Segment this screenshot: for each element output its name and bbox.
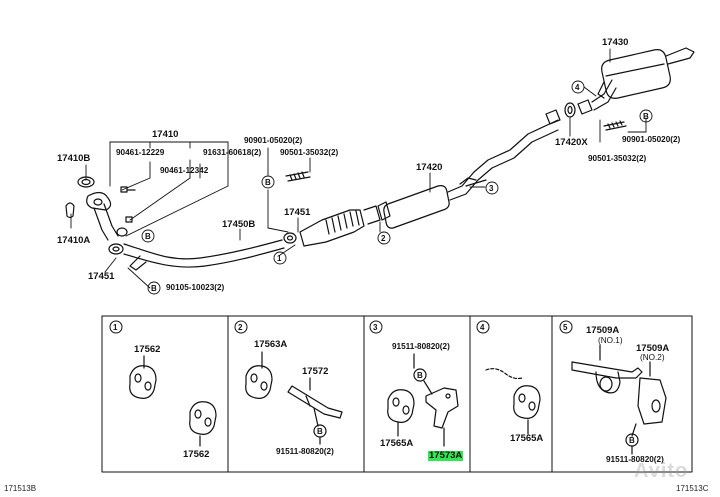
bolt-b-panel3: B — [417, 371, 423, 380]
callout-1: 1 — [277, 254, 282, 263]
label-90461-12342: 90461-12342 — [160, 166, 209, 175]
bolt-b-panel2: B — [317, 427, 323, 436]
panel-num-4: 4 — [480, 323, 485, 332]
catalytic-and-center-pipe — [299, 99, 593, 247]
label-90901-right: 90901-05020(2) — [622, 135, 681, 144]
panel5-label-a: 17509A — [586, 325, 620, 336]
panel2-hangers — [245, 351, 343, 445]
bolt-b-front: B — [145, 232, 151, 241]
label-90105: 90105-10023(2) — [166, 283, 225, 292]
panel5-brackets — [571, 344, 667, 455]
label-90901-left: 90901-05020(2) — [244, 136, 303, 145]
detail-panels — [101, 315, 693, 473]
panel4-hangers — [485, 368, 541, 435]
panel1-hangers — [129, 355, 217, 447]
panel-num-2: 2 — [238, 323, 243, 332]
watermark-avito: Avito — [634, 460, 689, 482]
rear-muffler — [591, 47, 695, 131]
panel5-label-c: 91511-80820(2) — [606, 455, 664, 464]
panel-num-1: 1 — [113, 323, 118, 332]
panel3-label-c-highlighted: 17573A — [428, 450, 464, 461]
left-bolts — [285, 171, 311, 182]
panel2-label-a: 17563A — [254, 339, 288, 350]
callout-4: 4 — [575, 83, 580, 92]
leader-lines — [70, 48, 647, 289]
label-91631: 91631-60618(2) — [203, 148, 262, 157]
label-17430: 17430 — [602, 37, 629, 48]
label-17451-mid: 17451 — [284, 207, 311, 218]
label-17420x: 17420X — [555, 137, 588, 148]
label-17410b: 17410B — [57, 153, 91, 164]
panel-num-5: 5 — [563, 323, 568, 332]
panel1-label-a: 17562 — [134, 344, 161, 355]
panel4-label-a: 17565A — [510, 433, 544, 444]
label-90501-left: 90501-35032(2) — [280, 148, 339, 157]
bolt-b-right: B — [643, 112, 649, 121]
bolt-b-panel5: B — [629, 436, 635, 445]
panel1-label-b: 17562 — [183, 449, 210, 460]
panel-num-3: 3 — [373, 323, 378, 332]
label-17450b: 17450B — [222, 219, 256, 230]
panel5-label-b: 17509A — [636, 343, 670, 354]
label-17410a: 17410A — [57, 235, 91, 246]
corner-code-left: 171513B — [4, 484, 37, 493]
label-17451-left: 17451 — [88, 271, 115, 282]
label-90461-12229: 90461-12229 — [116, 148, 165, 157]
bolt-b-left: B — [265, 178, 271, 187]
panel3-label-b: 17565A — [380, 438, 414, 449]
corner-code-right: 171513C — [676, 484, 709, 493]
panel3-hangers — [387, 353, 459, 447]
front-pipe-assembly — [65, 176, 297, 271]
panel5-label-no2: (NO.2) — [640, 353, 665, 362]
callout-circles — [141, 80, 653, 295]
label-90501-right: 90501-35032(2) — [588, 154, 647, 163]
callout-2: 2 — [381, 234, 386, 243]
bolt-b-bottom: B — [151, 284, 157, 293]
label-17420: 17420 — [416, 162, 443, 173]
panel5-label-no1: (NO.1) — [598, 336, 623, 345]
panel2-label-c: 91511-80820(2) — [276, 447, 334, 456]
panel3-label-a: 91511-80820(2) — [392, 342, 450, 351]
b-letters: B B B B B B B 1 2 3 4 1 2 3 4 5 — [113, 83, 649, 445]
label-17410: 17410 — [152, 129, 179, 140]
panel2-label-b: 17572 — [302, 366, 329, 377]
callout-3: 3 — [489, 184, 494, 193]
